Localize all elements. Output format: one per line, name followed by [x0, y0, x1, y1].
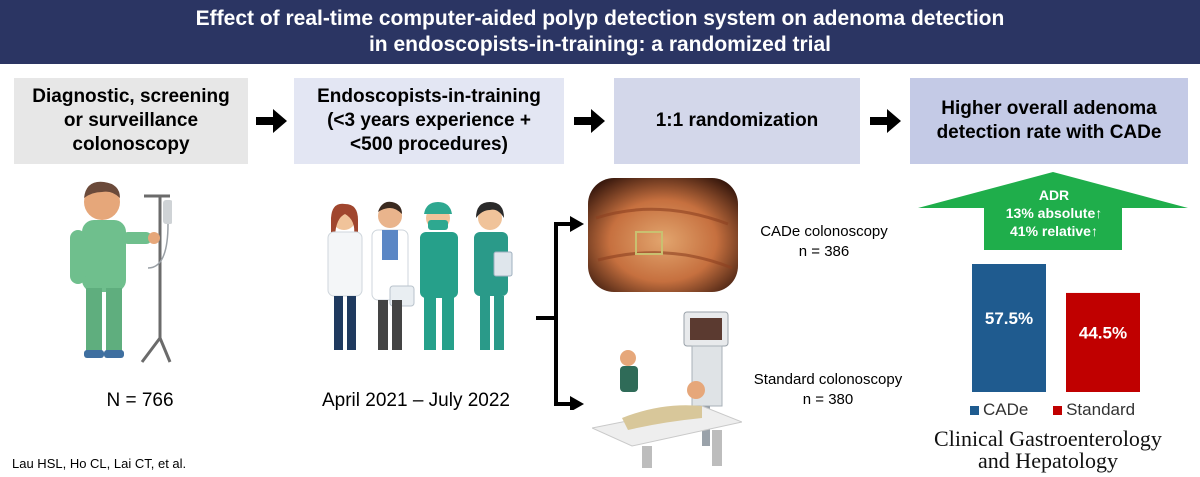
bar-label-cade: 57.5%: [985, 309, 1033, 328]
adr-bar-chart: 57.5% 44.5%: [972, 264, 1140, 392]
step-2-line-3: <500 procedures): [350, 134, 508, 155]
bar-label-standard: 44.5%: [1079, 323, 1127, 342]
flow-arrow-icon: [256, 109, 287, 133]
standard-arm-label: Standard colonoscopy n = 380: [742, 370, 914, 410]
step-1-line-2: or surveillance: [63, 110, 199, 131]
patient-iv-illustration: [70, 181, 172, 363]
step-box-endoscopists: Endoscopists-in-training (<3 years exper…: [294, 78, 564, 164]
step-box-outcome: Higher overall adenoma detection rate wi…: [910, 78, 1188, 164]
journal-logo: Clinical Gastroenterology and Hepatology: [900, 428, 1196, 472]
step-1-line-3: colonoscopy: [72, 134, 190, 155]
journal-line-2: and Hepatology: [978, 448, 1118, 473]
step-2-line-1: Endoscopists-in-training: [317, 86, 541, 107]
flow-arrow-icon: [870, 109, 901, 133]
step-4-line-1: Higher overall adenoma: [941, 98, 1157, 119]
standard-arm-name: Standard colonoscopy: [753, 371, 903, 388]
cade-arm-n: n = 386: [798, 243, 850, 260]
standard-arm-n: n = 380: [802, 391, 854, 408]
legend-cade: CADe: [983, 400, 1029, 419]
title-banner: Effect of real-time computer-aided polyp…: [0, 0, 1200, 64]
chart-legend: CADe Standard: [970, 400, 1135, 420]
title-line-2: in endoscopists-in-training: a randomize…: [368, 33, 832, 56]
adr-title: ADR: [1038, 187, 1070, 203]
step-2-line-2: (<3 years experience +: [327, 110, 531, 131]
flow-arrow-icon: [574, 109, 605, 133]
legend-standard: Standard: [1066, 400, 1136, 419]
adr-relative: 41% relative↑: [1010, 223, 1098, 239]
step-3-line-1: 1:1 randomization: [655, 110, 819, 131]
step-box-colonoscopy: Diagnostic, screening or surveillance co…: [14, 78, 248, 164]
legend-swatch-cade: [970, 406, 979, 415]
patient-count: N = 766: [106, 390, 174, 411]
journal-line-1: Clinical Gastroenterology: [934, 426, 1162, 451]
study-period: April 2021 – July 2022: [321, 390, 510, 411]
cade-arm-label: CADe colonoscopy n = 386: [744, 222, 904, 262]
step-1-line-1: Diagnostic, screening: [32, 86, 230, 107]
legend-swatch-standard: [1053, 406, 1063, 415]
adr-absolute: 13% absolute↑: [1005, 205, 1103, 221]
title-line-1: Effect of real-time computer-aided polyp…: [195, 7, 1005, 30]
endoscopists-illustration: [327, 201, 513, 350]
step-4-line-2: detection rate with CADe: [936, 122, 1162, 143]
adr-text: ADR 13% absolute↑ 41% relative↑: [984, 186, 1124, 240]
cade-endoscopy-image: [588, 178, 738, 292]
standard-colonoscopy-illustration: [592, 311, 742, 468]
step-box-randomization: 1:1 randomization: [614, 78, 860, 164]
cade-arm-name: CADe colonoscopy: [760, 223, 888, 240]
bar-cade: [972, 264, 1046, 392]
randomization-bracket: [536, 216, 584, 410]
citation: Lau HSL, Ho CL, Lai CT, et al.: [12, 456, 187, 471]
adr-increase-arrow-icon: [918, 172, 1188, 250]
bar-standard: [1066, 292, 1140, 392]
